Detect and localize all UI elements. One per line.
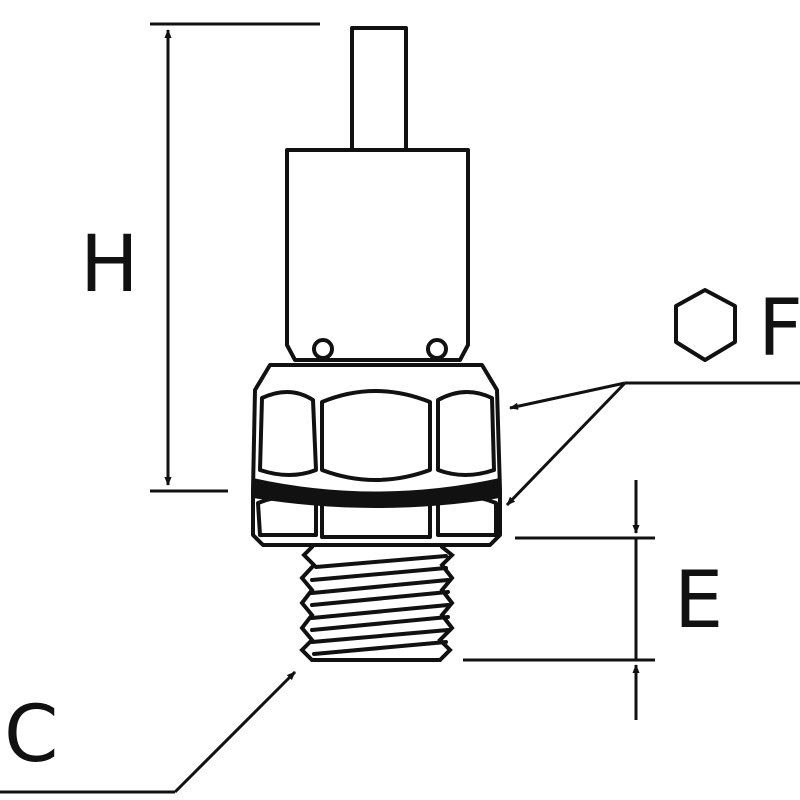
leader-c-arrow bbox=[173, 670, 297, 794]
hex-facet-left bbox=[258, 390, 318, 477]
body-hole-right bbox=[426, 338, 448, 360]
hex-facet-right bbox=[436, 390, 496, 477]
dimension-label-e: E bbox=[674, 556, 724, 646]
dimension-label-c: C bbox=[4, 690, 59, 780]
top-pin bbox=[350, 26, 408, 152]
hex-nut bbox=[251, 363, 502, 547]
hexagon-icon bbox=[674, 288, 737, 362]
leader-f-arrow-upper bbox=[509, 381, 626, 410]
dimension-label-f: F bbox=[758, 284, 800, 374]
hex-dark-band bbox=[253, 478, 500, 508]
switch-body bbox=[285, 148, 470, 362]
body-hole-left bbox=[312, 338, 334, 360]
leader-f-arrow-lower bbox=[505, 381, 627, 507]
dimension-label-h: H bbox=[80, 220, 139, 310]
hex-facet-center bbox=[320, 389, 432, 482]
thread bbox=[299, 545, 455, 662]
